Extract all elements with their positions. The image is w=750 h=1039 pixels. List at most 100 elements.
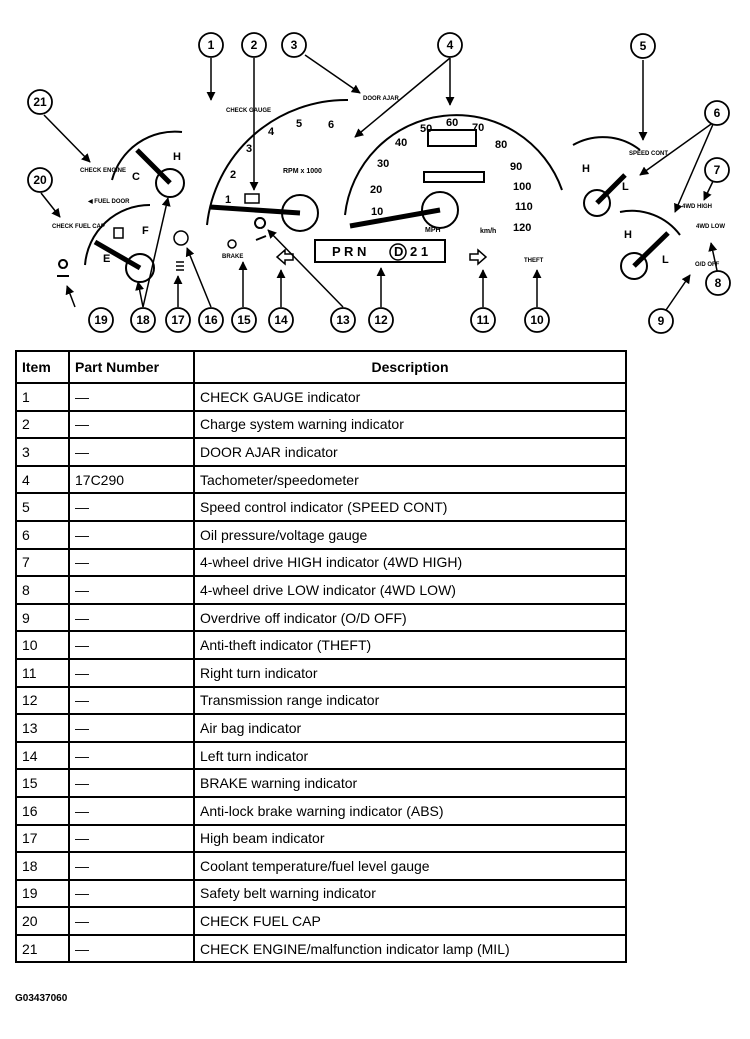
fuel-door-label: ◀ FUEL DOOR: [87, 198, 130, 205]
cell-item: 21: [15, 933, 70, 964]
fuel-pump-icon: [113, 227, 124, 239]
cell-part-number: —: [68, 851, 195, 881]
prnd-low-gears: 2 1: [410, 244, 428, 259]
cell-description: Right turn indicator: [193, 657, 627, 688]
brake-label: BRAKE: [222, 254, 243, 260]
cell-part-number: —: [68, 878, 195, 909]
cell-item: 19: [15, 878, 70, 909]
cell-item: 7: [15, 547, 70, 578]
cell-description: Speed control indicator (SPEED CONT): [193, 492, 627, 522]
cell-item: 8: [15, 575, 70, 605]
speed-tick-90: 90: [510, 161, 522, 173]
temp-fuel-gauge: [84, 130, 185, 283]
prnd-letters: P R N: [332, 244, 366, 259]
oil-voltage-gauge: [572, 136, 681, 280]
cell-description: Anti-lock brake warning indicator (ABS): [193, 795, 627, 826]
cell-part-number: —: [68, 657, 195, 688]
speed-tick-40: 40: [395, 137, 407, 149]
header-description: Description: [193, 350, 627, 384]
prnd-drive: D: [394, 244, 403, 259]
cell-part-number: —: [68, 547, 195, 578]
high-beam-icon: [176, 261, 184, 271]
cell-item: 12: [15, 685, 70, 716]
cell-description: Left turn indicator: [193, 740, 627, 771]
callout-16: 16: [204, 313, 218, 327]
cell-description: Transmission range indicator: [193, 685, 627, 716]
od-off-label: O/D OFF: [695, 262, 720, 268]
table-row: 18—Coolant temperature/fuel level gauge: [15, 851, 627, 881]
cell-description: High beam indicator: [193, 823, 627, 854]
cell-description: CHECK GAUGE indicator: [193, 382, 627, 412]
cell-item: 15: [15, 768, 70, 798]
cell-description: Tachometer/speedometer: [193, 464, 627, 495]
cell-item: 1: [15, 382, 70, 412]
mph-label: MPH: [425, 227, 441, 234]
table-row: 17—High beam indicator: [15, 823, 627, 854]
callout-15: 15: [237, 313, 251, 327]
cell-description: Anti-theft indicator (THEFT): [193, 630, 627, 660]
cell-item: 6: [15, 519, 70, 550]
right-turn-icon: [469, 248, 488, 266]
speed-tick-80: 80: [495, 139, 507, 151]
table-row: 19—Safety belt warning indicator: [15, 878, 627, 909]
callout-11: 11: [477, 313, 490, 327]
table-row: 8—4-wheel drive LOW indicator (4WD LOW): [15, 575, 627, 605]
cell-description: Charge system warning indicator: [193, 409, 627, 440]
speed-tick-110: 110: [515, 201, 533, 213]
leader-lines: [40, 54, 719, 311]
parts-table: Item Part Number Description 1—CHECK GAU…: [15, 350, 627, 964]
cell-part-number: —: [68, 630, 195, 660]
speed-tick-120: 120: [513, 222, 531, 234]
cell-description: CHECK FUEL CAP: [193, 906, 627, 936]
cell-part-number: —: [68, 492, 195, 522]
check-fuel-cap-label: CHECK FUEL CAP: [52, 224, 105, 230]
cell-part-number: 17C290: [68, 464, 195, 495]
tach-tick-1: 1: [225, 194, 231, 206]
speed-tick-labels: 10 20 30 40 50 60 70 80 90 100 110 120: [370, 117, 533, 234]
table-row: 16—Anti-lock brake warning indicator (AB…: [15, 795, 627, 826]
header-item: Item: [15, 350, 70, 384]
callout-numbers: 1 2 3 4 5 6 7 8 9 10 11 12 13 14 15 16 1…: [33, 38, 721, 328]
cell-item: 14: [15, 740, 70, 771]
cell-part-number: —: [68, 740, 195, 771]
cell-item: 13: [15, 713, 70, 743]
cell-description: Safety belt warning indicator: [193, 878, 627, 909]
seat-belt-icon: [57, 259, 69, 277]
table-header-row: Item Part Number Description: [15, 350, 627, 384]
cell-part-number: —: [68, 685, 195, 716]
cell-description: Coolant temperature/fuel level gauge: [193, 851, 627, 881]
callout-19: 19: [94, 313, 108, 327]
cell-description: DOOR AJAR indicator: [193, 437, 627, 467]
table-row: 11—Right turn indicator: [15, 657, 627, 688]
figure-code: G03437060: [15, 993, 68, 1004]
abs-icon: [173, 230, 189, 246]
4wd-low-label: 4WD LOW: [696, 224, 725, 230]
table-row: 21—CHECK ENGINE/malfunction indicator la…: [15, 933, 627, 964]
4wd-high-label: 4WD HIGH: [682, 204, 712, 210]
table-row: 15—BRAKE warning indicator: [15, 768, 627, 798]
fuel-f-label: F: [142, 225, 149, 237]
speed-tick-30: 30: [377, 158, 389, 170]
callout-9: 9: [658, 314, 665, 328]
cell-part-number: —: [68, 933, 195, 964]
callout-4: 4: [447, 38, 454, 52]
table-row: 2—Charge system warning indicator: [15, 409, 627, 440]
rpm-label: RPM x 1000: [283, 168, 322, 175]
instrument-cluster-diagram: C H E F ◀ FUEL DOOR CHECK ENGINE CHECK F…: [27, 32, 731, 334]
cell-part-number: —: [68, 575, 195, 605]
callout-8: 8: [715, 276, 722, 290]
cell-item: 17: [15, 823, 70, 854]
cell-part-number: —: [68, 795, 195, 826]
cell-item: 2: [15, 409, 70, 440]
cell-part-number: —: [68, 823, 195, 854]
temp-c-label: C: [132, 171, 140, 183]
callout-5: 5: [640, 39, 647, 53]
cell-part-number: —: [68, 602, 195, 633]
speedometer: [344, 114, 563, 229]
tach-tick-5: 5: [296, 118, 302, 130]
callout-7: 7: [714, 163, 721, 177]
cell-part-number: —: [68, 409, 195, 440]
cell-description: CHECK ENGINE/malfunction indicator lamp …: [193, 933, 627, 964]
